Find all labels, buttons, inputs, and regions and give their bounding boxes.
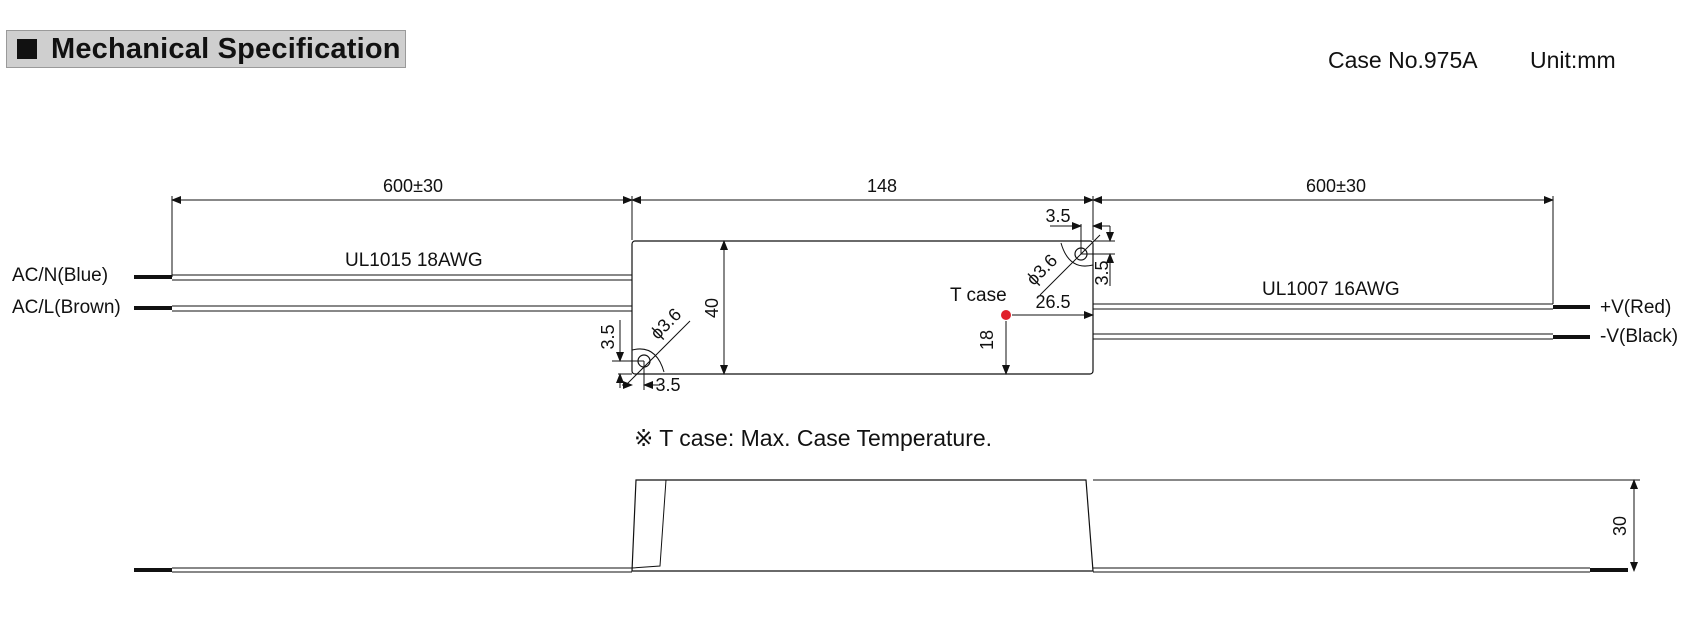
- dim-hole-left-horizontal: 3.5: [655, 375, 680, 395]
- section-title: Mechanical Specification: [51, 32, 401, 65]
- side-view: 30: [134, 479, 1640, 573]
- label-neg-black: -V(Black): [1600, 326, 1678, 347]
- dim-body-length: 148: [867, 176, 897, 196]
- label-acn-blue: AC/N(Blue): [12, 265, 108, 286]
- tcase-dot: [1001, 310, 1011, 320]
- label-pos-red: +V(Red): [1600, 297, 1671, 318]
- label-ul1015: UL1015 18AWG: [345, 250, 483, 271]
- dim-left-wire-length: 600±30: [383, 176, 443, 196]
- case-body: [631, 240, 1094, 375]
- dim-right-wire-length: 600±30: [1306, 176, 1366, 196]
- dim-hole-left-dia: ϕ3.6: [646, 304, 685, 343]
- dim-hole-right-horizontal: 3.5: [1045, 206, 1070, 226]
- case-side-profile: [631, 479, 1094, 572]
- section-header: Mechanical Specification: [6, 30, 406, 68]
- unit-label: Unit:mm: [1530, 47, 1616, 73]
- label-ul1007: UL1007 16AWG: [1262, 279, 1400, 300]
- case-number: Case No.975A: [1328, 47, 1478, 73]
- dim-hole-right-vertical: 3.5: [1092, 260, 1112, 285]
- tcase-note: ※ T case: Max. Case Temperature.: [634, 425, 992, 451]
- dim-tcase-y: 18: [977, 330, 997, 350]
- tcase-point: T case 26.5 18: [950, 285, 1094, 375]
- black-square-icon: [17, 39, 37, 59]
- dim-height: 30: [1610, 516, 1630, 536]
- mounting-hole-right: 3.5 3.5 ϕ3.6: [1022, 206, 1115, 296]
- label-tcase: T case: [950, 285, 1007, 306]
- dim-hole-right-dia: ϕ3.6: [1022, 250, 1061, 289]
- top-view: 600±30 148 600±30 AC/N(Blue) AC/L(Brown)…: [12, 176, 1678, 395]
- label-acl-brown: AC/L(Brown): [12, 297, 121, 318]
- dim-tcase-x: 26.5: [1035, 292, 1070, 312]
- dim-hole-left-vertical: 3.5: [598, 324, 618, 349]
- dim-body-width: 40: [702, 298, 722, 318]
- mounting-hole-left: 3.5 3.5 ϕ3.6: [598, 304, 691, 395]
